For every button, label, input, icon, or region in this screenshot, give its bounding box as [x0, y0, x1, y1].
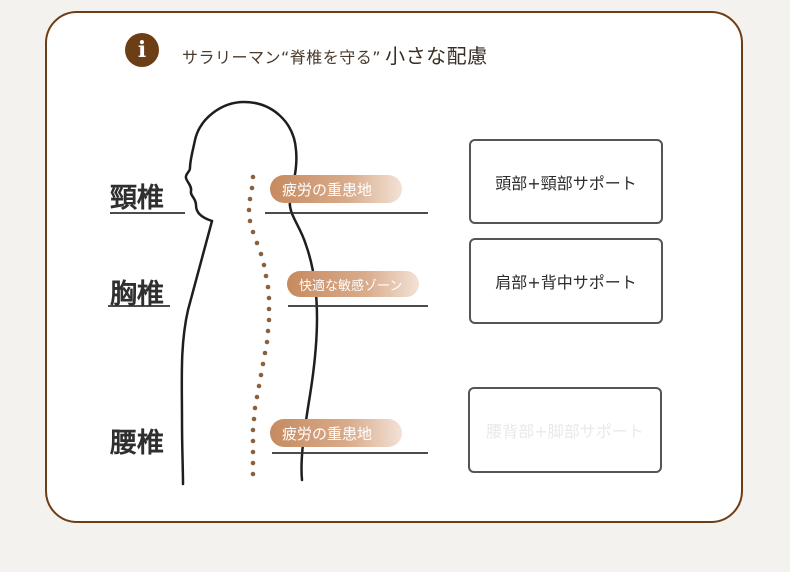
- subtitle-text: 小さな配慮: [385, 44, 488, 68]
- zone-pill-waist: 疲労の重患地: [270, 419, 402, 447]
- support-box-waist-leg: 腰背部+脚部サポート: [468, 387, 662, 473]
- region-label-neck: 頸椎: [110, 183, 164, 214]
- body-front-outline: [180, 219, 214, 486]
- zone-pill-neck: 疲労の重患地: [270, 175, 402, 203]
- zone-pill-chest: 快適な敏感ゾーン: [287, 271, 419, 297]
- page-title: サラリーマン“脊椎を守る”小さな配慮: [182, 40, 488, 69]
- support-box-head-neck: 頭部+頸部サポート: [469, 139, 663, 224]
- spine-dots: [246, 174, 272, 477]
- head-outline: [184, 100, 319, 482]
- region-label-waist: 腰椎: [110, 428, 164, 459]
- title-text: サラリーマン“脊椎を守る”: [182, 48, 382, 67]
- info-icon: i: [125, 33, 159, 67]
- guide-lines: [108, 212, 428, 454]
- region-label-chest: 胸椎: [110, 279, 164, 310]
- support-box-shoulder-back: 肩部+背中サポート: [469, 238, 663, 324]
